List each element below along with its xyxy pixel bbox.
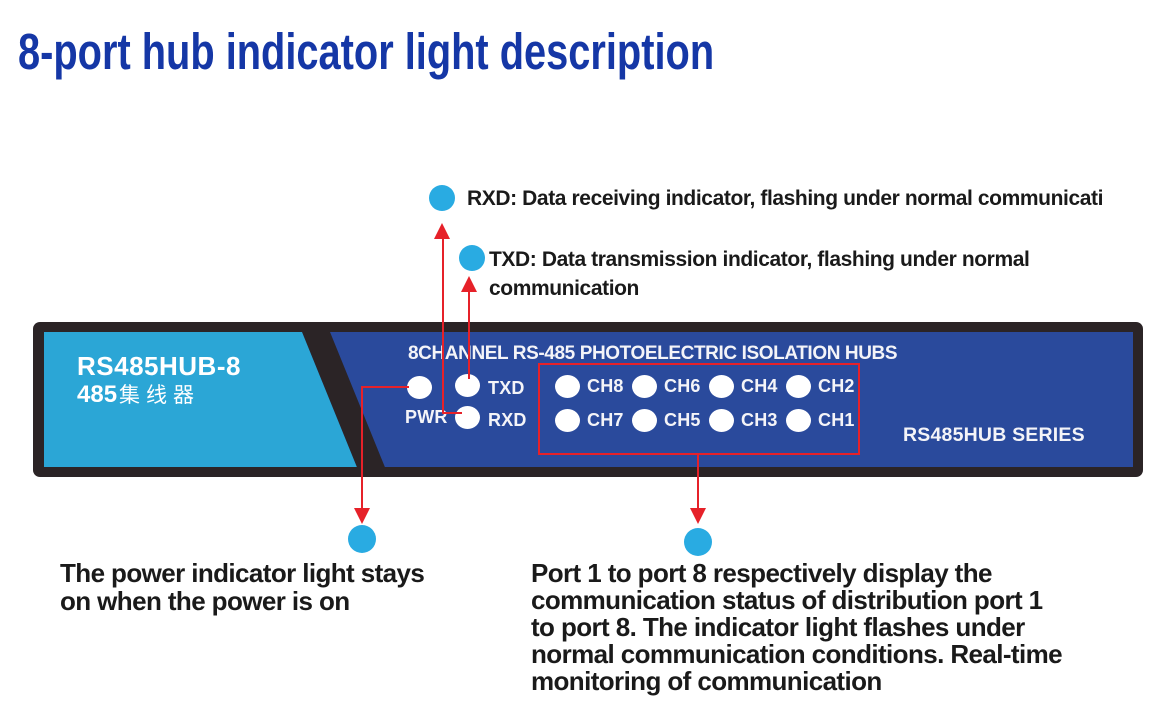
power-description-line2: on when the power is on <box>60 586 350 616</box>
power-connector-horizontal <box>361 386 409 388</box>
txd-arrowhead-icon <box>461 276 477 292</box>
rxd-arrowhead-icon <box>434 223 450 239</box>
channel-ch7: CH7 <box>555 409 632 432</box>
ch7-led <box>555 409 580 432</box>
ch5-label: CH5 <box>664 410 701 430</box>
channel-ch3: CH3 <box>709 409 786 432</box>
ports-connector-vertical <box>697 455 699 510</box>
power-arrowhead-icon <box>354 508 370 524</box>
ch7-label: CH7 <box>587 410 624 430</box>
ch6-led <box>632 375 657 398</box>
brand-model-name: RS485HUB-8 <box>77 351 241 381</box>
channel-ch5: CH5 <box>632 409 709 432</box>
ports-description-line2: communication status of distribution por… <box>531 585 1043 615</box>
ch2-led <box>786 375 811 398</box>
ports-description-line4: normal communication conditions. Real-ti… <box>531 639 1063 669</box>
ch2-label: CH2 <box>818 376 855 396</box>
brand-chinese-text: 集线器 <box>119 384 201 407</box>
power-description-line1: The power indicator light stays <box>60 558 425 588</box>
ch8-label: CH8 <box>587 376 624 396</box>
channel-led-row-top: CH8 CH6 CH4 CH2 <box>555 375 863 398</box>
ch8-led <box>555 375 580 398</box>
channel-ch6: CH6 <box>632 375 709 398</box>
ports-description-line3: to port 8. The indicator light flashes u… <box>531 612 1025 642</box>
rxd-connector-elbow <box>442 412 462 414</box>
rxd-annotation-text: RXD: Data receiving indicator, flashing … <box>467 187 1104 210</box>
channel-ch1: CH1 <box>786 409 863 432</box>
rxd-led-label: RXD <box>488 410 527 430</box>
channel-ch2: CH2 <box>786 375 863 398</box>
rxd-indicator-dot <box>429 185 455 211</box>
ch6-label: CH6 <box>664 376 701 396</box>
ch1-label: CH1 <box>818 410 855 430</box>
rxd-led <box>455 406 480 429</box>
channel-ch8: CH8 <box>555 375 632 398</box>
ch4-label: CH4 <box>741 376 778 396</box>
ch4-led <box>709 375 734 398</box>
ch3-label: CH3 <box>741 410 778 430</box>
channel-group-highlight-box <box>538 363 860 455</box>
ports-description-line1: Port 1 to port 8 respectively display th… <box>531 558 992 588</box>
channel-ch4: CH4 <box>709 375 786 398</box>
txd-led-label: TXD <box>488 378 525 398</box>
ch5-led <box>632 409 657 432</box>
ports-description-line5: monitoring of communication <box>531 666 882 696</box>
ports-arrowhead-icon <box>690 508 706 524</box>
txd-annotation-line1: TXD: Data transmission indicator, flashi… <box>489 248 1030 271</box>
power-indicator-dot <box>348 525 376 553</box>
ch1-led <box>786 409 811 432</box>
channel-led-row-bottom: CH7 CH5 CH3 CH1 <box>555 409 863 432</box>
power-connector-vertical <box>361 386 363 508</box>
txd-connector-line <box>468 291 470 379</box>
txd-indicator-dot <box>459 245 485 271</box>
pwr-led-label: PWR <box>405 407 448 427</box>
txd-led <box>455 374 480 397</box>
brand-number: 485 <box>77 381 118 408</box>
brand-area-background <box>44 332 357 467</box>
txd-annotation-line2: communication <box>489 277 639 300</box>
page-title: 8-port hub indicator light description <box>18 23 715 80</box>
panel-header-text: 8CHANNEL RS-485 PHOTOELECTRIC ISOLATION … <box>408 343 898 364</box>
rxd-connector-line <box>442 238 444 414</box>
series-label: RS485HUB SERIES <box>903 424 1085 446</box>
ch3-led <box>709 409 734 432</box>
brand-chinese-name: 485集线器 <box>77 379 200 409</box>
ports-indicator-dot <box>684 528 712 556</box>
pwr-led <box>407 376 432 399</box>
